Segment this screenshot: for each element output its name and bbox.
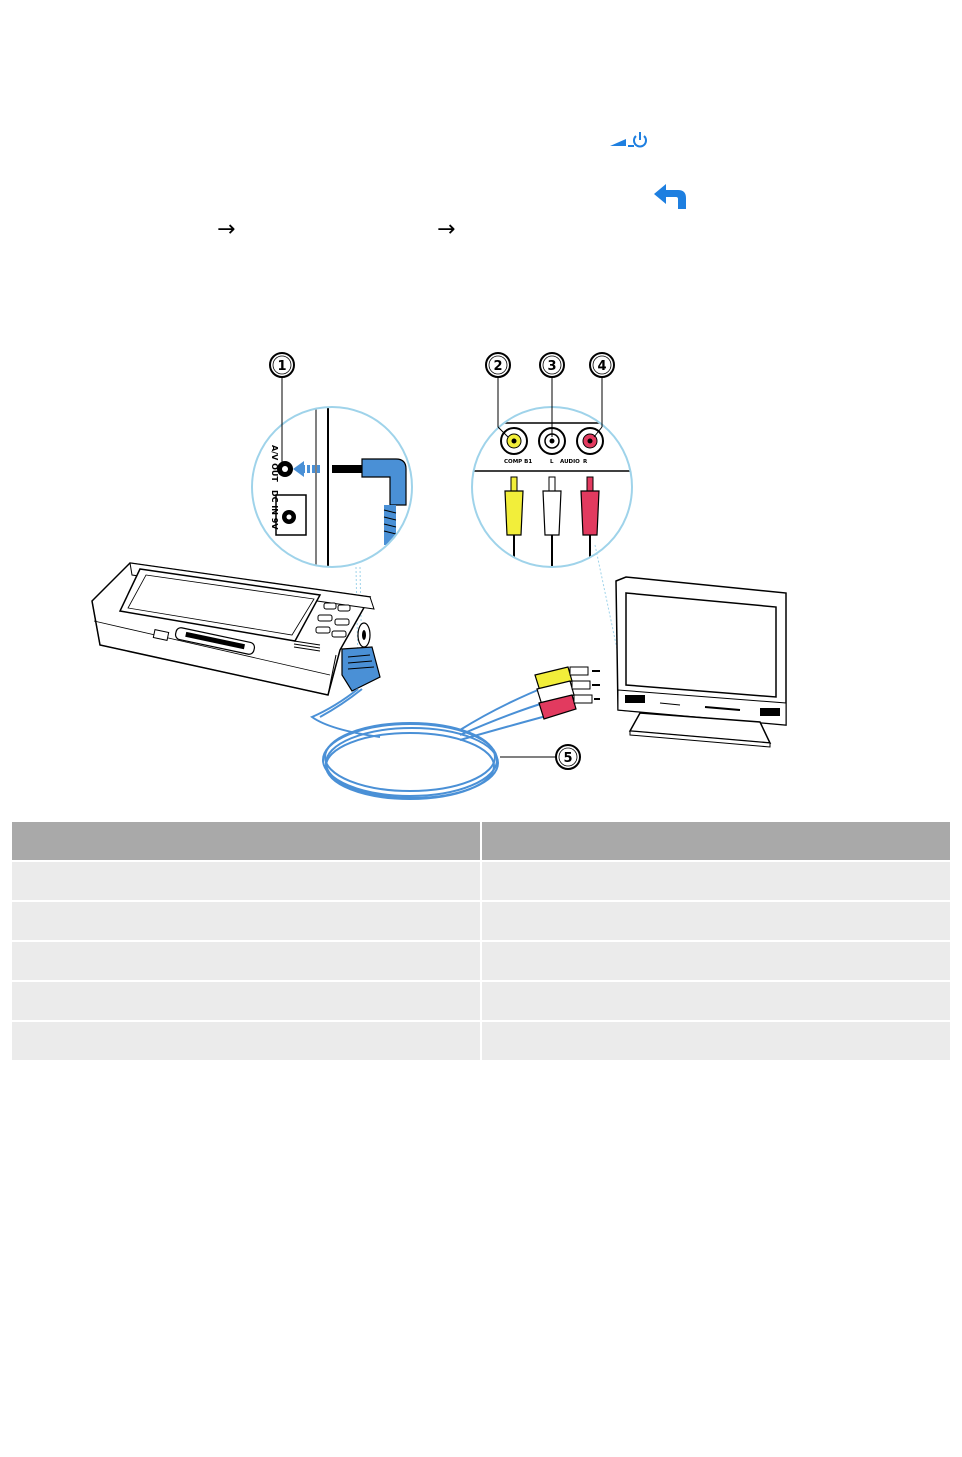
svg-text:3: 3 xyxy=(547,359,556,374)
av-connection-diagram: A/V OUT DC IN 9V COMP B1 L AUDIO R xyxy=(91,352,787,800)
callout-5: 5 xyxy=(555,744,581,770)
av-out-label: A/V OUT xyxy=(270,445,279,482)
av-out-zoom-circle: A/V OUT DC IN 9V xyxy=(251,406,413,568)
media-player-device xyxy=(91,562,381,696)
audio-l-label: L xyxy=(550,459,554,465)
table-cell xyxy=(12,902,480,940)
tv-input-zoom-circle: COMP B1 L AUDIO R xyxy=(471,406,633,568)
callout-2: 2 xyxy=(485,352,511,378)
table-cell xyxy=(12,942,480,980)
dc-in-label: DC IN 9V xyxy=(270,490,279,530)
right-arrow-icon: → xyxy=(437,217,456,242)
television xyxy=(615,576,787,748)
svg-text:5: 5 xyxy=(563,751,572,766)
table-row xyxy=(12,862,950,900)
table-cell xyxy=(482,942,950,980)
table-row xyxy=(12,942,950,980)
audio-r-label: R xyxy=(583,459,588,465)
comp-label: COMP B1 xyxy=(504,459,532,465)
callout-1: 1 xyxy=(269,352,295,378)
white-plug xyxy=(542,476,562,566)
right-arrow-icon: → xyxy=(217,217,236,242)
callout-3: 3 xyxy=(539,352,565,378)
red-plug xyxy=(580,476,600,566)
av-cable xyxy=(309,684,551,800)
table-cell xyxy=(482,862,950,900)
table-cell xyxy=(12,1022,480,1060)
svg-text:4: 4 xyxy=(597,359,606,374)
table-row xyxy=(12,982,950,1020)
connection-table xyxy=(10,820,952,1062)
table-row xyxy=(12,1022,950,1060)
table-cell xyxy=(482,902,950,940)
table-header-row xyxy=(12,822,950,860)
audio-label: AUDIO xyxy=(560,459,580,465)
back-arrow-icon xyxy=(654,184,686,209)
rca-plug-bundle xyxy=(534,666,600,720)
table-cell xyxy=(482,1022,950,1060)
table-row xyxy=(12,902,950,940)
table-cell xyxy=(12,982,480,1020)
table-header-cell xyxy=(12,822,480,860)
callout-4: 4 xyxy=(589,352,615,378)
yellow-plug xyxy=(504,476,524,566)
table-cell xyxy=(482,982,950,1020)
table-header-cell xyxy=(482,822,950,860)
svg-text:2: 2 xyxy=(493,359,502,374)
svg-text:1: 1 xyxy=(277,359,286,374)
table-cell xyxy=(12,862,480,900)
volume-power-icon xyxy=(610,132,647,148)
